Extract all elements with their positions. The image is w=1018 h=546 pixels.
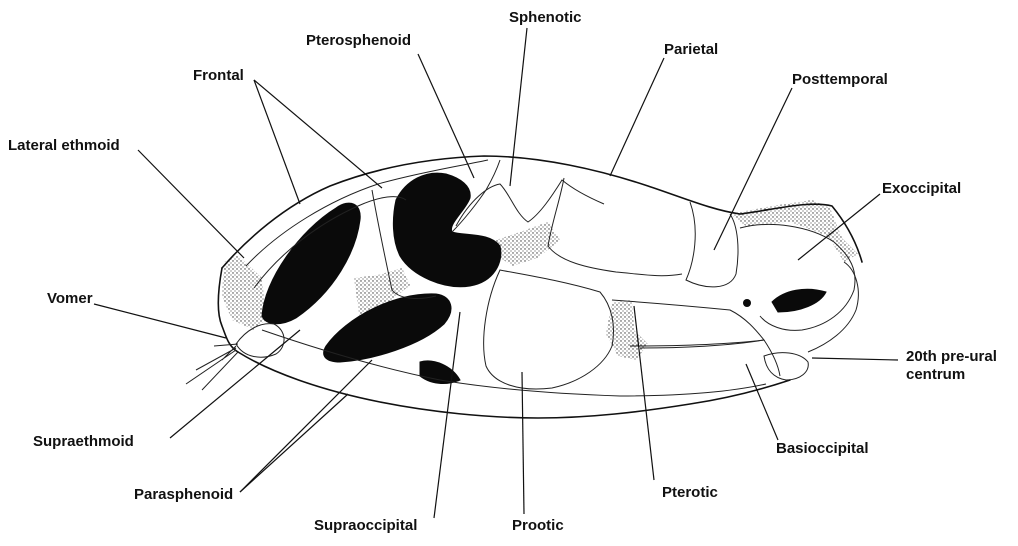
label-basioccipital: Basioccipital (776, 440, 869, 457)
leader-preural (812, 358, 898, 360)
leader-supraethmoid (170, 330, 300, 438)
parietal-outline (548, 178, 682, 276)
leader-prootic (522, 372, 524, 514)
leader-frontal-b (254, 80, 382, 188)
label-exoccipital: Exoccipital (882, 180, 961, 197)
labels: Sphenotic Pterosphenoid Parietal Frontal… (8, 9, 997, 534)
prootic-outline (484, 270, 614, 389)
stipple-sphenotic (496, 222, 560, 266)
leader-lateral-ethmoid (138, 150, 244, 258)
label-vomer: Vomer (47, 290, 93, 307)
black-foramen (743, 299, 751, 307)
skull-drawing (186, 156, 862, 418)
label-preural-line2: centrum (906, 366, 965, 383)
leader-parasphenoid-a (240, 360, 372, 492)
label-supraethmoid: Supraethmoid (33, 433, 134, 450)
basioccipital-outline (630, 340, 780, 376)
label-supraoccipital: Supraoccipital (314, 517, 417, 534)
label-pterosphenoid: Pterosphenoid (306, 32, 411, 49)
posttemporal-outline (686, 202, 738, 287)
leader-supraoccipital (434, 312, 460, 518)
label-prootic: Prootic (512, 517, 564, 534)
label-frontal: Frontal (193, 67, 244, 84)
label-parietal: Parietal (664, 41, 718, 58)
stipple-pterotic (606, 300, 648, 360)
black-orbit-anterior (262, 203, 360, 324)
leader-vomer (94, 304, 226, 338)
sphenotic-outline (456, 180, 604, 226)
black-exoccipital-spot (772, 289, 826, 312)
label-preural-line1: 20th pre-ural (906, 348, 997, 365)
exoccipital-process (808, 262, 858, 352)
leader-sphenotic (510, 28, 527, 186)
label-lateral-ethmoid: Lateral ethmoid (8, 137, 120, 154)
leader-basioccipital (746, 364, 778, 440)
stipple-posttemporal (730, 200, 858, 262)
black-lower-fenestra (324, 294, 451, 362)
supraethmoid-outline (236, 324, 284, 357)
stipple-ethmoid (222, 255, 266, 330)
leader-parietal (610, 58, 664, 176)
leader-pterotic (634, 306, 654, 480)
label-pterotic: Pterotic (662, 484, 718, 501)
black-orbit-main (393, 173, 500, 287)
label-parasphenoid: Parasphenoid (134, 486, 233, 503)
leader-parasphenoid-b (240, 394, 348, 492)
label-posttemporal: Posttemporal (792, 71, 888, 88)
label-sphenotic: Sphenotic (509, 9, 582, 26)
centrum-outline (764, 353, 808, 380)
vomer-teeth (186, 344, 238, 390)
leader-frontal-a (254, 80, 300, 204)
ventral-outline (238, 352, 790, 418)
